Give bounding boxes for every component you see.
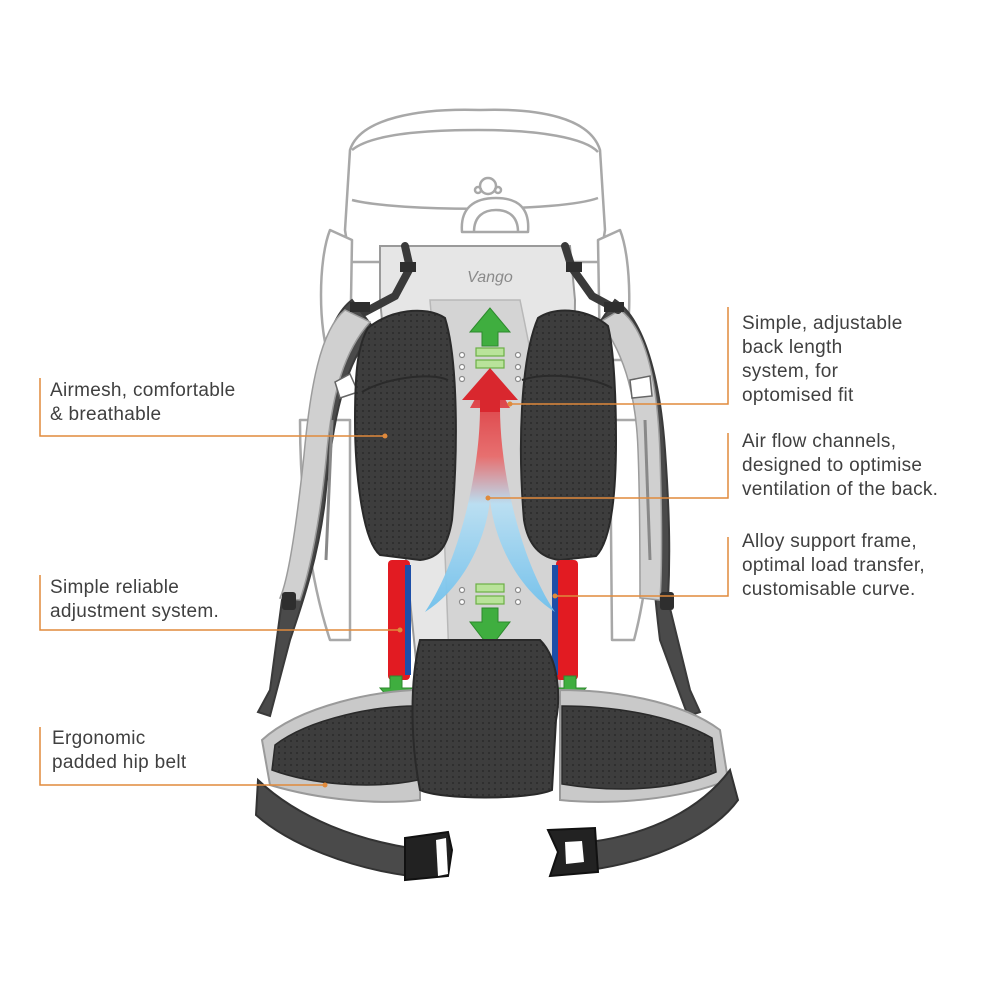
callout-line: Simple reliable — [50, 577, 180, 598]
hip-belt — [254, 639, 740, 882]
callout-line: & breathable — [50, 404, 162, 425]
callout-line: Air flow channels, — [742, 431, 897, 452]
callout-line: optomised fit — [742, 385, 854, 406]
leader-line-dots — [322, 401, 558, 788]
callout-line: Alloy support frame, — [742, 531, 917, 552]
callout-hipbelt: Ergonomic padded hip belt — [52, 727, 186, 775]
callout-airmesh: Airmesh, comfortable & breathable — [50, 379, 236, 427]
callout-line: padded hip belt — [52, 752, 187, 773]
callout-line: ventilation of the back. — [742, 479, 939, 500]
callout-line: customisable curve. — [742, 579, 916, 600]
callout-adjustment: Simple reliable adjustment system. — [50, 576, 219, 624]
callout-line: Ergonomic — [52, 728, 146, 749]
callout-line: adjustment system. — [50, 601, 220, 622]
leader-lines — [39, 307, 729, 786]
callout-line: Airmesh, comfortable — [50, 380, 236, 401]
alloy-frame — [388, 560, 578, 680]
shoulder-straps — [256, 242, 702, 718]
adjustment-ladder — [458, 347, 522, 606]
callout-line: back length — [742, 337, 843, 358]
callout-back-length: Simple, adjustable back length system, f… — [742, 312, 903, 408]
airflow-arrows — [425, 368, 555, 612]
callout-line: system, for — [742, 361, 839, 382]
callout-line: optimal load transfer, — [742, 555, 925, 576]
vango-logo: Vango — [467, 269, 513, 286]
callout-line: designed to optimise — [742, 455, 923, 476]
callout-alloy-frame: Alloy support frame, optimal load transf… — [742, 530, 925, 602]
callout-air-flow: Air flow channels, designed to optimise … — [742, 430, 938, 502]
callout-line: Simple, adjustable — [742, 313, 903, 334]
